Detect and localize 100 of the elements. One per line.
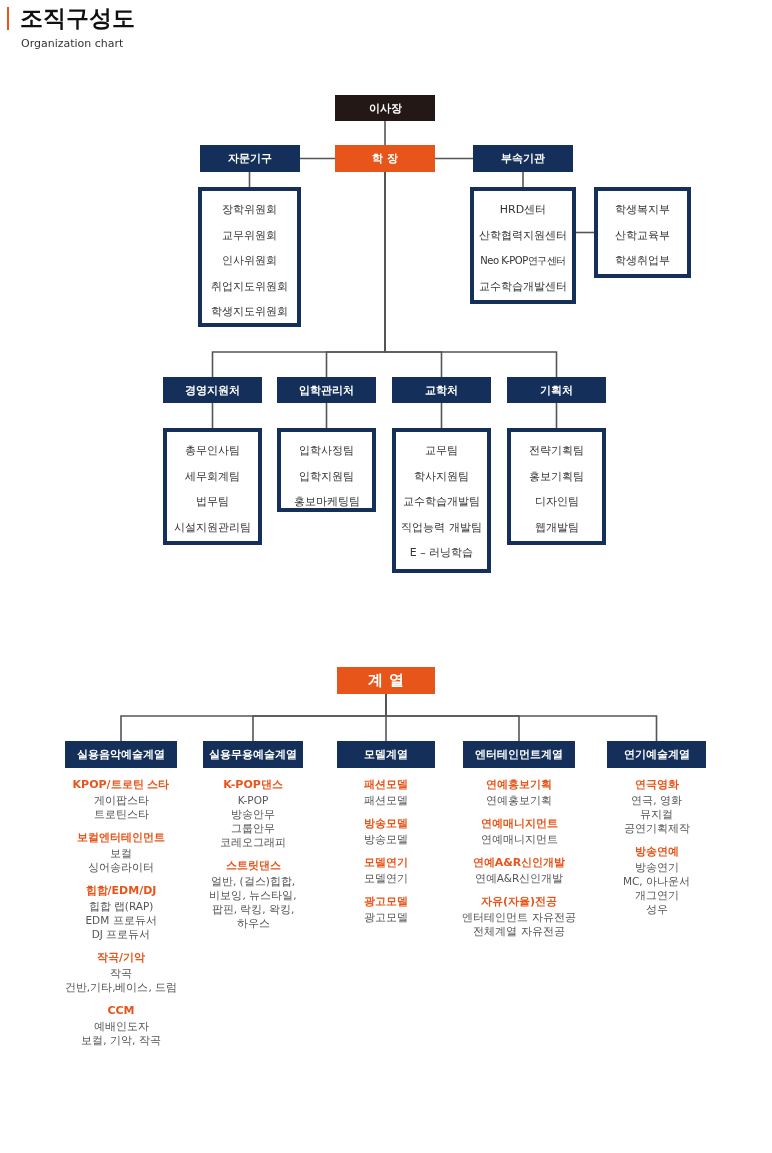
team-name: 교수학습개발팀 [403,494,480,510]
major-heading: CCM [107,1003,135,1019]
team-name: 학생취업부 [615,253,670,269]
team-list-box [277,428,376,512]
major-track: 게이팝스타 [93,793,149,807]
major-track: 보컬 [110,846,132,860]
major-track: 뮤지컬 [640,807,673,821]
major-track: 성우 [645,902,668,916]
team-name: 홍보기획팀 [529,468,584,485]
box-label: 이사장 [368,100,402,116]
team-name: HRD센터 [499,202,547,218]
team-name: 교무팀 [425,443,458,459]
major-track: 건반,기타,베이스, 드럼 [64,980,178,994]
major-track: 작곡 [110,966,132,980]
department-box [65,741,177,768]
department-box [463,741,575,768]
box-label: 경영지원처 [185,382,240,398]
major-heading: 방송연예 [634,844,679,860]
major-heading: K-POP댄스 [223,777,283,793]
box-label: 기획처 [540,382,573,398]
box-label: 계 열 [368,671,404,690]
major-track: 예배인도자 [93,1019,149,1033]
team-list-box [470,187,576,304]
department-box [163,377,262,403]
major-track: 싱어송라이터 [88,860,154,874]
major-track: 개그연기 [634,888,679,902]
major-track: 얼반, (걸스)힙합, [210,874,296,888]
department-box [392,377,491,403]
team-list-box [198,187,301,327]
major-heading: 힙합/EDM/DJ [85,883,157,899]
box-label: 모델계열 [364,747,408,762]
major-heading: 연예홍보기획 [486,777,552,793]
team-name: 교무위원회 [222,227,277,244]
team-name: 직업능력 개발팀 [401,519,482,536]
major-track: 패션모델 [364,793,408,807]
team-name: 입학지원팀 [299,468,354,485]
department-box [473,145,573,172]
major-track: 연극, 영화 [631,793,682,807]
major-track: 보컬, 기악, 작곡 [81,1033,161,1047]
major-track: 코레오그래피 [220,835,286,849]
team-name: 취업지도위원회 [211,278,288,295]
major-track: 트로틴스타 [93,807,149,821]
major-track: 엔터테인먼트 자유전공 [462,910,576,924]
connector-line [440,402,443,429]
box-label: 실용무용예술계열 [209,747,297,762]
box-label: 부속기관 [501,151,545,166]
major-track: DJ 프로듀서 [91,927,151,941]
team-name: 디자인팀 [534,494,579,510]
major-track: 공연기획제작 [623,821,690,835]
box-label: 입학관리처 [299,382,354,398]
title-box [335,95,435,121]
major-heading: 보컬엔터테인먼트 [77,830,165,846]
department-box [507,377,606,403]
box-label: 자문기구 [228,151,272,166]
team-name: 학생복지부 [615,202,670,218]
connector-line [555,402,558,429]
team-name: 인사위원회 [222,253,277,269]
box-label: 학 장 [372,151,398,166]
department-box [337,741,435,768]
team-list-box [594,187,691,278]
major-heading: 패션모델 [364,777,408,793]
page-subtitle: Organization chart [21,37,124,50]
department-box [607,741,706,768]
major-heading: 연예매니지먼트 [480,816,558,832]
connector-line [522,171,524,188]
team-name: 입학사정팀 [299,443,354,459]
major-track: 방송안무 [231,807,275,821]
connector-line [211,402,214,429]
connector-line [385,693,658,742]
team-name: E – 러닝학습 [409,545,474,561]
major-track: EDM 프로듀서 [85,913,157,927]
major-track: 광고모델 [364,910,408,924]
team-name: 웹개발팀 [534,519,579,536]
major-track: 그룹안무 [231,821,275,835]
major-heading: 방송모델 [364,816,408,832]
major-heading: 작곡/기악 [97,950,145,966]
major-track: 모델연기 [364,871,408,885]
major-heading: KPOP/트로틴 스타 [72,777,170,793]
team-list-box [163,428,262,545]
team-list-box [507,428,606,545]
team-name: 전략기획팀 [529,443,584,459]
major-heading: 연극영화 [634,777,679,793]
team-name: 시설지원관리팀 [174,519,251,536]
major-heading: 모델연기 [364,855,408,871]
major-track: 연예홍보기획 [486,793,552,807]
major-heading: 스트릿댄스 [225,858,281,874]
connector-line [434,157,474,160]
major-track: 전체계열 자유전공 [473,924,565,938]
team-name: 총무인사팀 [185,443,240,459]
connector-line [384,120,386,146]
team-name: 법무팀 [196,494,229,510]
major-track: 방송연기 [634,860,679,874]
major-heading: 연예A&R신인개발 [472,855,566,871]
box-label: 교학처 [425,382,458,398]
connector-line [325,402,328,429]
box-label: 엔터테인먼트계열 [475,747,563,762]
major-track: 팝핀, 락킹, 왁킹, [211,902,295,916]
major-track: 연예매니지먼트 [480,832,558,846]
major-track: 하우스 [236,916,270,930]
team-name: 산학교육부 [615,227,670,244]
